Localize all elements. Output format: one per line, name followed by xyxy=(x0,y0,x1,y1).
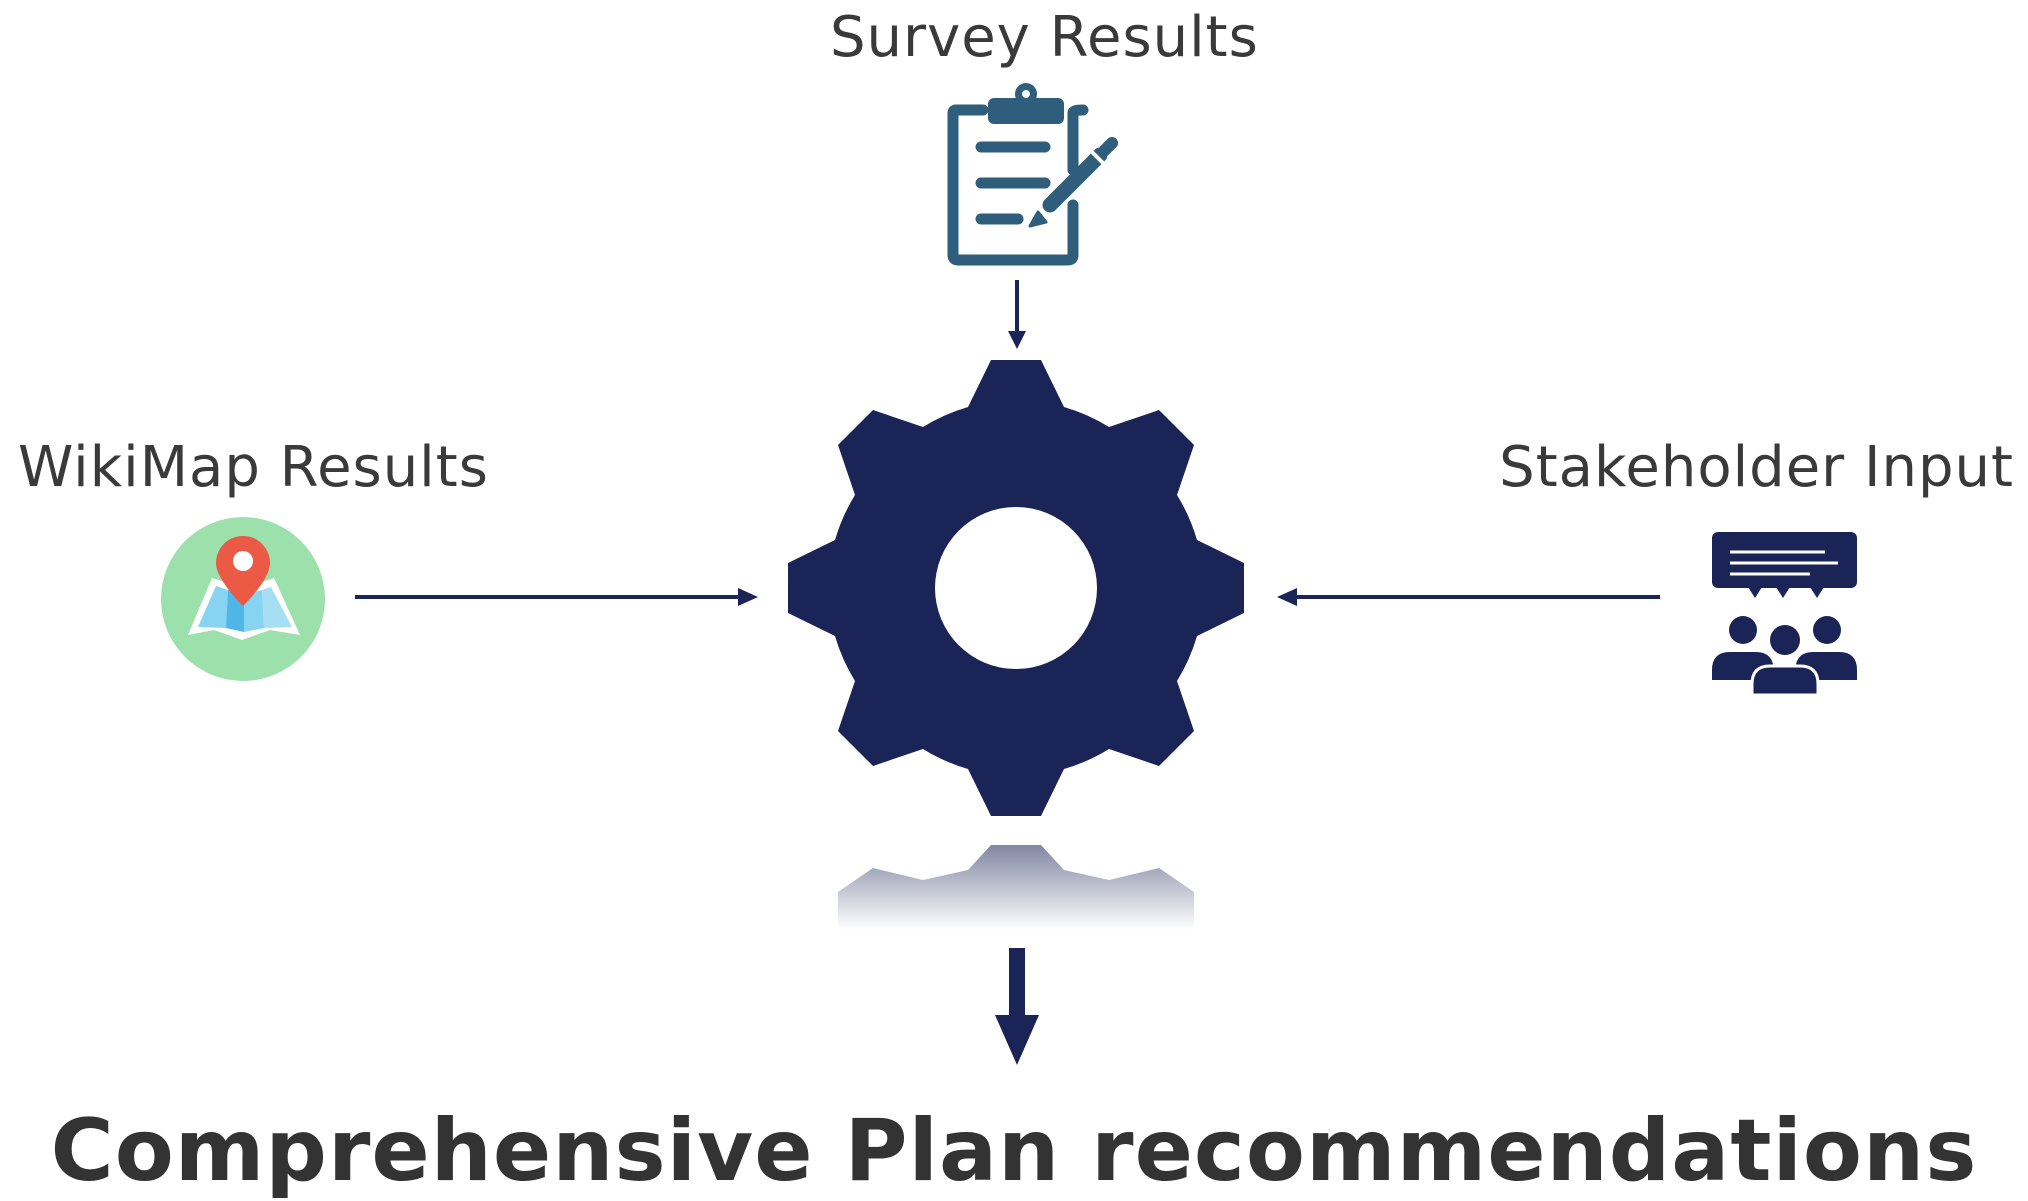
group-discussion-icon xyxy=(1712,532,1857,697)
gear-reflection xyxy=(838,845,1194,930)
arrow-stakeholder-to-gear xyxy=(1277,588,1660,606)
arrow-survey-to-gear xyxy=(1008,280,1026,349)
clipboard-icon xyxy=(947,83,1118,266)
map-pin-icon xyxy=(161,517,325,681)
survey-results-label: Survey Results xyxy=(830,5,1259,70)
wikimap-results-label: WikiMap Results xyxy=(18,435,489,500)
gear-icon xyxy=(788,360,1244,816)
arrow-gear-to-output xyxy=(995,948,1039,1065)
stakeholder-input-label: Stakeholder Input xyxy=(1499,435,2014,500)
comprehensive-plan-label: Comprehensive Plan recommendations xyxy=(50,1101,1978,1201)
arrow-wikimap-to-gear xyxy=(355,588,758,606)
